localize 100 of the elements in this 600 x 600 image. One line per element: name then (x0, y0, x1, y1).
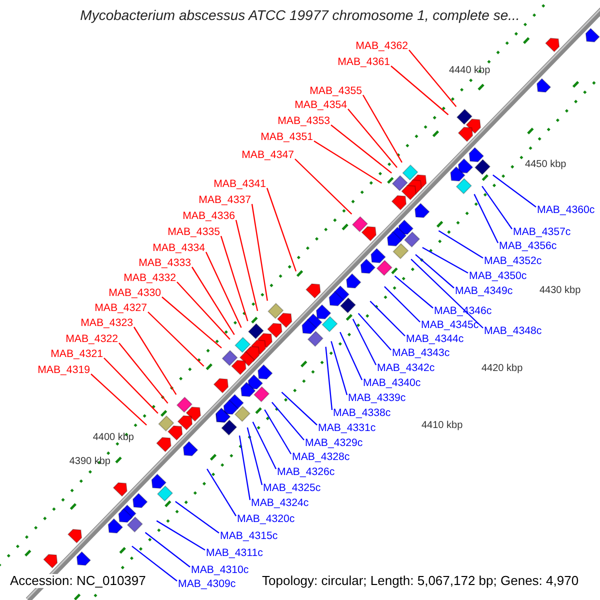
leader-line (352, 318, 377, 366)
gene-label: MAB_4341 (214, 177, 266, 191)
gene-label: MAB_4310c (191, 563, 249, 577)
scale-label: 4390 kbp (69, 454, 110, 469)
gene-label: MAB_4321 (50, 347, 103, 361)
scale-label: 4400 kbp (92, 430, 134, 445)
scale-label: 4430 kbp (540, 284, 581, 298)
gene-label: MAB_4340c (363, 376, 421, 390)
leader-line (408, 50, 457, 108)
gene-label: MAB_4337 (198, 193, 251, 207)
leader-line (340, 332, 363, 380)
gene-label: MAB_4343c (392, 346, 450, 360)
leader-line (251, 204, 268, 301)
gene-label: MAB_4309c (178, 577, 236, 591)
leader-line (90, 374, 147, 426)
leader-line (246, 427, 263, 486)
gene-label: MAB_4350c (469, 269, 527, 283)
gene-label: MAB_4324c (251, 496, 309, 510)
leader-line (314, 140, 382, 184)
gene-label: MAB_4339c (348, 391, 406, 405)
gene-label: MAB_4362 (356, 39, 408, 53)
gene-label: MAB_4352c (484, 254, 542, 268)
gene-label: MAB_4330 (108, 286, 161, 300)
leader-line (482, 186, 512, 230)
gene-label: MAB_4342c (377, 361, 435, 375)
gene-label: MAB_4325c (263, 481, 321, 495)
gene-label: MAB_4322 (66, 332, 118, 346)
gene-label: MAB_4345c (421, 318, 479, 332)
leader-line (144, 532, 190, 568)
gene-label: MAB_4353 (278, 114, 330, 128)
leader-line (348, 108, 398, 168)
leader-line (370, 300, 406, 336)
gene-label: MAB_4356c (499, 239, 557, 253)
leader-line (156, 520, 206, 551)
leader-line (410, 258, 484, 328)
leader-line (134, 326, 177, 395)
leader-line (266, 188, 297, 272)
leader-line (415, 254, 454, 288)
leader-line (252, 422, 277, 470)
gene-label: MAB_4319 (38, 363, 90, 377)
gene-label: MAB_4323 (80, 316, 133, 330)
leader-line (118, 342, 168, 404)
leader-line (235, 220, 258, 312)
leader-line (175, 501, 220, 534)
gene-label: MAB_4347 (242, 148, 294, 162)
gene-label: MAB_4311c (206, 546, 263, 560)
gene-label: MAB_4360c (537, 203, 595, 217)
leader-line (176, 282, 230, 340)
gene-label: MAB_4326c (277, 465, 335, 479)
gene-label: MAB_4334 (152, 241, 205, 255)
gene-label: MAB_4349c (455, 284, 513, 298)
scale-label: 4450 kbp (525, 158, 566, 172)
gene-label: MAB_4336 (182, 209, 235, 223)
gene-label: MAB_4327 (94, 301, 147, 315)
accession-text: Accession: NC_010397 (10, 574, 146, 588)
leader-line (220, 236, 248, 322)
scale-label: 4410 kbp (422, 419, 463, 433)
leader-line (474, 194, 499, 244)
leader-line (390, 66, 449, 116)
summary-text: Topology: circular; Length: 5,067,172 bp; Genes: 4,970 (262, 574, 579, 588)
gene-label: MAB_4348c (484, 324, 542, 338)
gene-label: MAB_4329c (305, 436, 363, 450)
scale-label: 4420 kbp (482, 362, 523, 376)
leader-line (394, 275, 434, 308)
leader-line (362, 94, 402, 163)
leader-line (438, 230, 484, 259)
leader-line (294, 158, 352, 215)
leader-line (162, 296, 222, 348)
leader-line (104, 358, 158, 414)
gene-label: MAB_4328c (292, 450, 350, 464)
leader-line (148, 312, 204, 367)
leader-line (238, 436, 251, 500)
leader-line (384, 286, 420, 322)
leader-line (330, 124, 392, 174)
leader-line (205, 252, 242, 328)
leader-line (422, 246, 468, 274)
gene-label: MAB_4361 (338, 55, 390, 69)
leader-line (330, 341, 348, 396)
gene-label: MAB_4354 (294, 98, 347, 112)
gene-label: MAB_4320c (237, 512, 295, 526)
gene-label: MAB_4344c (406, 332, 464, 346)
gene-label: MAB_4351 (260, 130, 313, 144)
gene-label: MAB_4332 (124, 271, 176, 285)
leader-line (206, 468, 237, 516)
scale-label: 4440 kbp (449, 64, 490, 78)
leader-line (192, 266, 235, 336)
leader-line (325, 346, 333, 410)
leader-line (264, 409, 292, 454)
leader-line (281, 392, 318, 426)
leader-line (271, 402, 304, 440)
leader-line (492, 174, 536, 208)
gene-label: MAB_4357c (513, 225, 571, 239)
gene-label: MAB_4331c (318, 421, 376, 435)
leader-line (358, 312, 392, 350)
title: Mycobacterium abscessus ATCC 19977 chromosome 1, complete se... (79, 8, 521, 22)
gene-label: MAB_4333 (138, 256, 191, 270)
gene-label: MAB_4335 (168, 225, 220, 239)
leader-line (132, 546, 178, 582)
gene-label: MAB_4338c (333, 406, 391, 420)
gene-label: MAB_4355 (310, 84, 362, 98)
